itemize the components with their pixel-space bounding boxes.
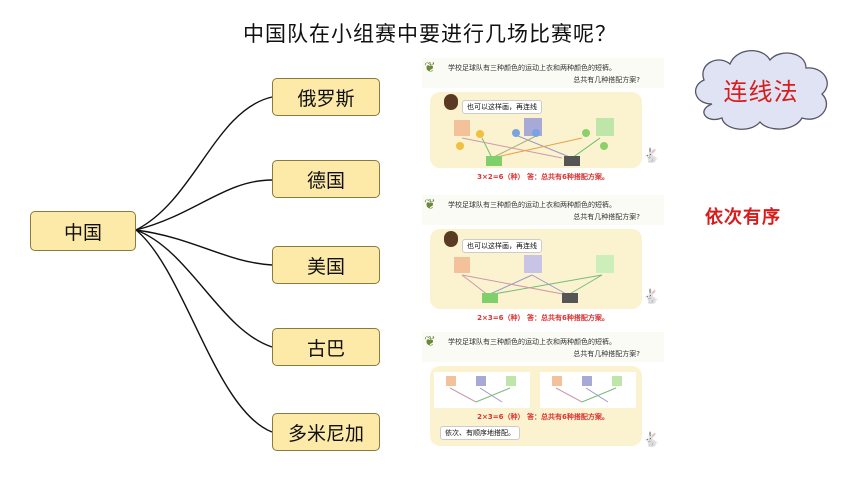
textbook-panel-1: ❦ 学校足球队有三种颜色的运动上衣和两种颜色的短裤。 总共有几种搭配方案? 也可… <box>422 58 664 191</box>
opponent-box-4: 古巴 <box>272 328 380 366</box>
rabbit-icon: 🐇 <box>642 432 660 448</box>
panel-question: 学校足球队有三种颜色的运动上衣和两种颜色的短裤。 <box>448 64 616 72</box>
opponent-label: 多米尼加 <box>287 422 364 445</box>
opponent-label: 俄罗斯 <box>297 87 355 110</box>
panel-question-2: 总共有几种搭配方案? <box>573 350 640 358</box>
center-team-box: 中国 <box>30 211 136 251</box>
panel-question-2: 总共有几种搭配方案? <box>573 213 640 221</box>
shirt-shorts-diagram <box>434 372 636 408</box>
order-note: 依次有序 <box>705 207 781 228</box>
speech-bubble: 也可以这样画，再连线 <box>462 100 542 114</box>
opponent-label: 德国 <box>306 169 345 192</box>
rabbit-icon: 🐇 <box>642 148 660 164</box>
opponent-box-2: 德国 <box>272 160 380 198</box>
cloud-shape <box>694 50 828 130</box>
panel-question-2: 总共有几种搭配方案? <box>573 76 640 84</box>
center-team-label: 中国 <box>63 221 102 244</box>
panel-question: 学校足球队有三种颜色的运动上衣和两种颜色的短裤。 <box>448 201 616 209</box>
textbook-panel-3: ❦ 学校足球队有三种颜色的运动上衣和两种颜色的短裤。 总共有几种搭配方案? 2×… <box>422 332 664 472</box>
speech-bubble: 也可以这样画，再连线 <box>462 239 542 253</box>
girl-avatar-icon <box>444 231 458 247</box>
method-label: 连线法 <box>723 78 799 106</box>
opponent-box-5: 多米尼加 <box>272 413 380 451</box>
opponent-box-3: 美国 <box>272 246 380 284</box>
leaf-icon: ❦ <box>424 60 436 76</box>
panel-formula: 2×3=6（种） 答：总共有6种搭配方案。 <box>477 314 609 322</box>
opponent-box-1: 俄罗斯 <box>272 78 380 116</box>
panel-footer: 依次、有顺序地搭配。 <box>440 426 520 440</box>
leaf-icon: ❦ <box>424 197 436 213</box>
panel-formula: 2×3=6（种） 答：总共有6种搭配方案。 <box>477 413 609 421</box>
rabbit-icon: 🐇 <box>642 289 660 305</box>
panel-question: 学校足球队有三种颜色的运动上衣和两种颜色的短裤。 <box>448 338 616 346</box>
girl-avatar-icon <box>444 94 458 110</box>
opponent-label: 美国 <box>306 255 345 278</box>
opponent-label: 古巴 <box>306 337 345 360</box>
page-title: 中国队在小组赛中要进行几场比赛呢？ <box>243 22 617 46</box>
panel-formula: 3×2=6（种） 答：总共有6种搭配方案。 <box>477 173 609 181</box>
leaf-icon: ❦ <box>424 334 436 350</box>
shirt-shorts-diagram <box>454 118 614 166</box>
shirt-shorts-diagram <box>454 255 614 303</box>
textbook-panel-2: ❦ 学校足球队有三种颜色的运动上衣和两种颜色的短裤。 总共有几种搭配方案? 也可… <box>422 195 664 328</box>
